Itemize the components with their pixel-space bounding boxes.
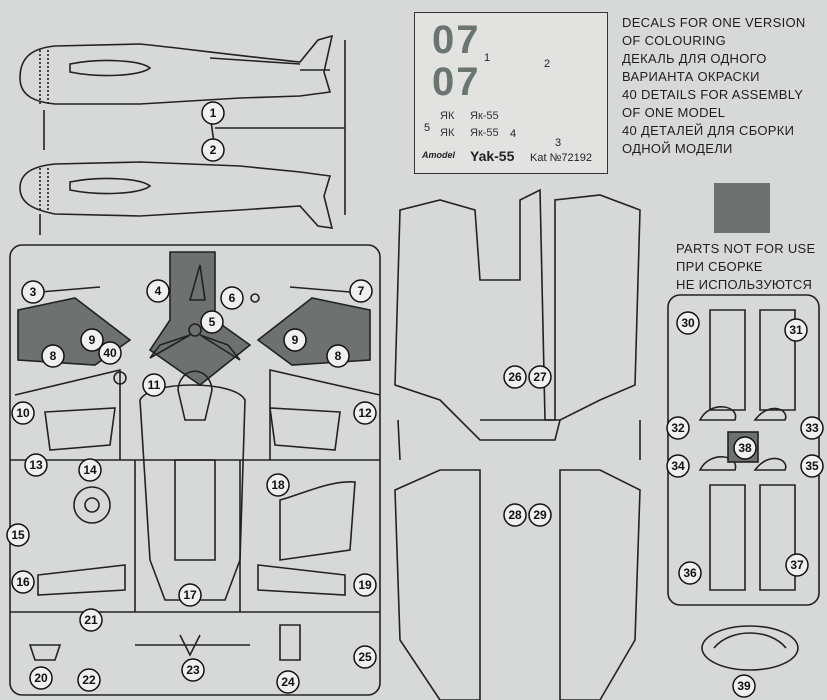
- part-26: 26: [508, 370, 522, 384]
- fuselage-half-bottom: [19, 161, 334, 229]
- part-5: 5: [209, 315, 216, 329]
- decal-index: 3: [555, 137, 562, 149]
- part-31: 31: [789, 323, 803, 337]
- part-39: 39: [737, 679, 751, 693]
- decal-index: 5: [424, 122, 431, 134]
- decal-sheet: [414, 12, 608, 174]
- catalog-number: Kat №72192: [530, 152, 592, 164]
- part-32: 32: [671, 421, 685, 435]
- decal-marking: Як-55: [470, 127, 499, 139]
- part-6: 6: [229, 291, 236, 305]
- sprue-frame-main: [9, 244, 381, 696]
- part-28: 28: [508, 508, 522, 522]
- part-15: 15: [11, 528, 25, 542]
- part-23: 23: [186, 663, 200, 677]
- part-20: 20: [34, 671, 48, 685]
- part-25: 25: [358, 650, 372, 664]
- part-34: 34: [671, 459, 685, 473]
- part-38: 38: [738, 441, 752, 455]
- unused-parts-note: PARTS NOT FOR USE ПРИ СБОРКЕ НЕ ИСПОЛЬЗУ…: [676, 241, 816, 292]
- part-27: 27: [533, 370, 547, 384]
- part-40: 40: [103, 346, 117, 360]
- brand-logo: Amodel: [422, 150, 456, 160]
- decal-number-top: 07: [432, 18, 481, 62]
- part-8-left: 8: [50, 349, 57, 363]
- decal-number-bottom: 07: [432, 60, 481, 104]
- sprue-frame-right: [667, 294, 820, 606]
- part-29: 29: [533, 508, 547, 522]
- part-21: 21: [84, 613, 98, 627]
- decal-marking: ЯК: [440, 127, 455, 139]
- decal-index: 2: [544, 58, 551, 70]
- fuselage-half-top: [19, 34, 334, 105]
- part-19: 19: [358, 578, 372, 592]
- decal-marking: ЯК: [440, 110, 455, 122]
- part-13: 13: [29, 458, 43, 472]
- part-24: 24: [281, 675, 295, 689]
- part-16: 16: [16, 575, 30, 589]
- decal-marking: Як-55: [470, 110, 499, 122]
- part-36: 36: [683, 566, 697, 580]
- part-grey-center: [148, 251, 252, 386]
- part-35: 35: [805, 459, 819, 473]
- decals-note: DECALS FOR ONE VERSION OF COLOURING ДЕКА…: [622, 15, 806, 156]
- unused-parts-swatch: [714, 183, 770, 233]
- decal-index: 1: [484, 52, 491, 64]
- part-17: 17: [183, 588, 197, 602]
- part-33: 33: [805, 421, 819, 435]
- part-9-right: 9: [292, 333, 299, 347]
- part-37: 37: [790, 558, 804, 572]
- part-9-left: 9: [89, 333, 96, 347]
- part-11: 11: [148, 378, 161, 392]
- part-1: 1: [210, 106, 217, 120]
- part-8-right: 8: [335, 349, 342, 363]
- part-grey-right: [256, 297, 371, 366]
- kit-name: Yak-55: [470, 148, 515, 164]
- part-14: 14: [83, 463, 97, 477]
- part-18: 18: [271, 478, 285, 492]
- part-7: 7: [358, 284, 365, 298]
- part-30: 30: [681, 316, 695, 330]
- part-4: 4: [155, 284, 162, 298]
- part-12: 12: [358, 406, 372, 420]
- decal-index: 4: [510, 128, 517, 140]
- part-3: 3: [30, 285, 37, 299]
- part-2: 2: [210, 143, 217, 157]
- part-10: 10: [16, 406, 30, 420]
- part-callouts: 1 2 3 4 5 6 7 8 8 9 9 10 11 12 13 14 15 …: [6, 101, 824, 698]
- part-22: 22: [82, 673, 96, 687]
